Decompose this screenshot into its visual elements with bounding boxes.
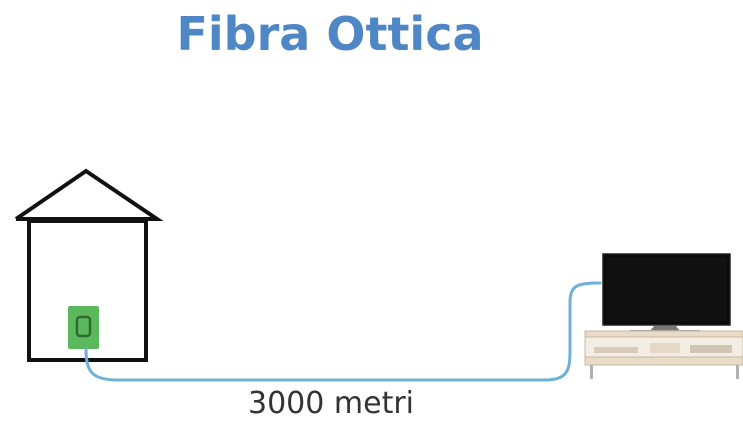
tv-stand-icon (584, 330, 743, 379)
distance-label: 3000 metri (248, 386, 414, 421)
page-title: Fibra Ottica (176, 7, 484, 61)
router-icon (68, 306, 99, 349)
tv-icon (602, 253, 731, 333)
fiber-cable (84, 281, 602, 382)
house-roof (14, 168, 164, 221)
